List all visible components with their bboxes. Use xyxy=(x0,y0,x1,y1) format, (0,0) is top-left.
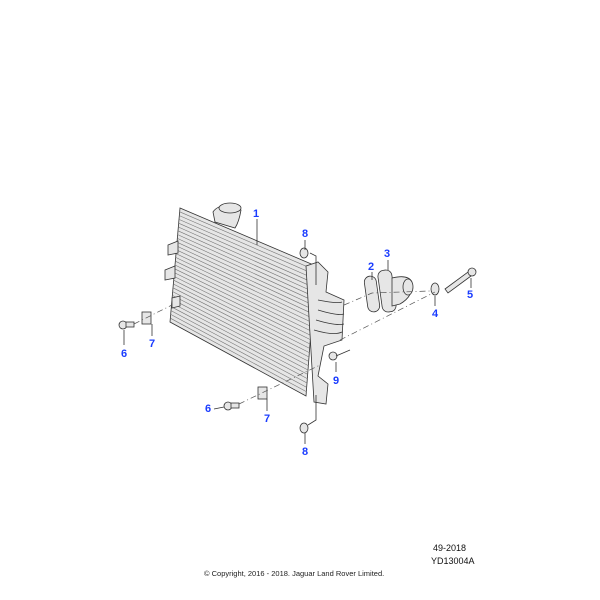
outlet-housing-3 xyxy=(377,269,414,313)
radiator-fin xyxy=(177,234,314,297)
radiator-fin xyxy=(178,226,315,288)
radiator-fin xyxy=(178,219,316,280)
radiator-fin xyxy=(173,283,310,353)
washer-4 xyxy=(430,282,440,296)
callout-6-lower: 6 xyxy=(205,403,211,415)
radiator-fin xyxy=(172,287,310,358)
bolt-5 xyxy=(444,267,477,294)
radiator-fin xyxy=(178,222,315,284)
callout-4: 4 xyxy=(432,308,439,320)
callout-2: 2 xyxy=(368,261,374,273)
radiator-fin xyxy=(172,295,309,366)
radiator-fin xyxy=(172,291,309,362)
radiator-fin xyxy=(170,310,308,384)
callout-3: 3 xyxy=(384,248,390,260)
radiator-fin xyxy=(177,238,314,301)
grommet-8-upper xyxy=(299,247,309,259)
radiator-fin xyxy=(177,230,315,293)
radiator-fin xyxy=(179,211,316,271)
callout-6: 6 xyxy=(121,348,127,360)
callout-7: 7 xyxy=(149,338,155,350)
radiator-fin xyxy=(174,268,311,336)
leader-lines xyxy=(123,219,472,444)
clip-7-lower xyxy=(257,386,268,400)
radiator-fin xyxy=(171,306,308,379)
radiator-fin xyxy=(170,317,307,392)
bolt-6-lower xyxy=(223,401,240,411)
radiator-fin xyxy=(170,314,307,388)
radiator-fin xyxy=(179,215,316,275)
radiator-intercooler xyxy=(164,202,345,405)
callout-8-lower: 8 xyxy=(302,446,308,458)
revision-date: 49-2018 xyxy=(433,543,467,553)
bolt-6-upper xyxy=(118,320,135,330)
radiator-fin xyxy=(171,302,308,375)
callout-8: 8 xyxy=(302,228,308,240)
callout-9: 9 xyxy=(333,375,339,387)
callouts: 1 2 3 4 5 6 7 8 9 6 7 8 xyxy=(121,208,473,458)
radiator-fin xyxy=(173,279,310,349)
illustration-code: YD13004A xyxy=(431,556,475,566)
copyright-notice: © Copyright, 2016 - 2018. Jaguar Land Ro… xyxy=(204,569,385,578)
grommet-8-lower xyxy=(299,422,309,434)
callout-7-lower: 7 xyxy=(264,413,270,425)
radiator-fin xyxy=(176,245,313,310)
radiator-fin xyxy=(174,264,312,332)
radiator-fin xyxy=(174,272,311,340)
radiator-fin xyxy=(176,249,313,314)
radiator-fin xyxy=(175,253,313,319)
nut-9 xyxy=(328,351,338,361)
radiator-fin xyxy=(175,260,312,327)
callout-5: 5 xyxy=(467,289,473,301)
gasket-2 xyxy=(363,275,381,313)
radiator-fin xyxy=(171,298,309,371)
radiator-fin xyxy=(175,257,312,323)
radiator-fin xyxy=(173,276,311,345)
radiator-fin xyxy=(176,241,314,306)
callout-1: 1 xyxy=(253,208,259,220)
